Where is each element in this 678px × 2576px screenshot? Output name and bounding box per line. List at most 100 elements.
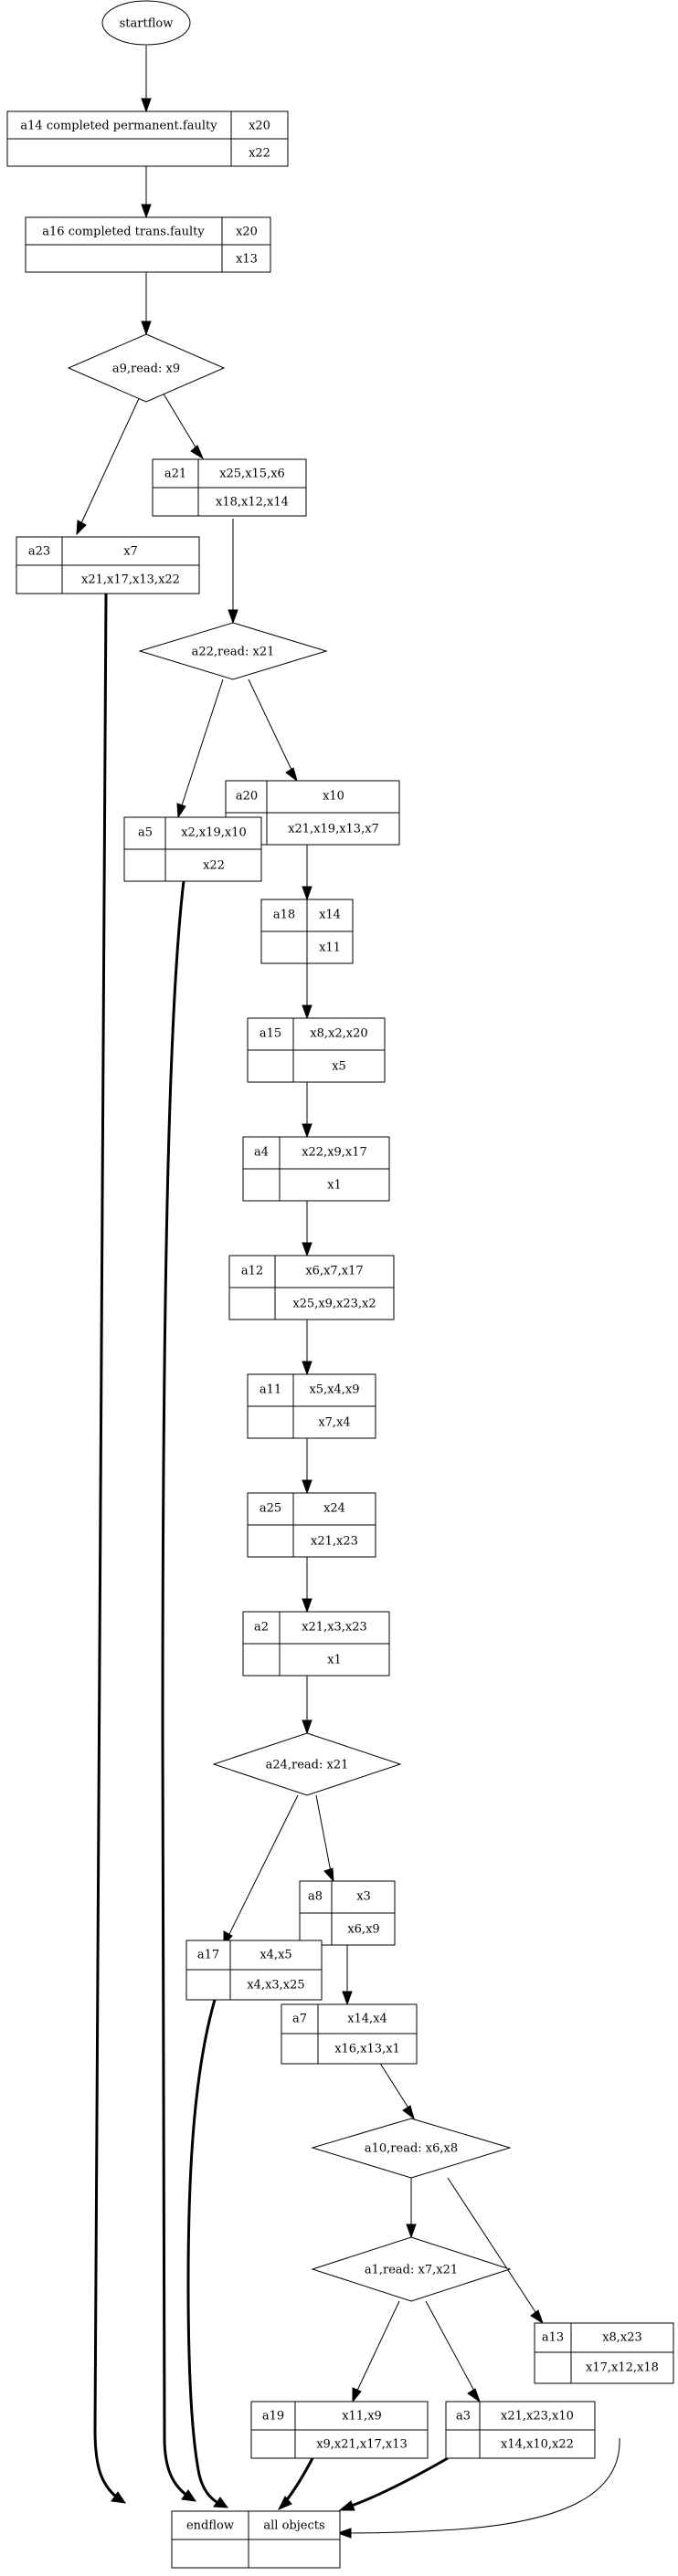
node-a18[interactable]: a18 x14 x11 [260, 899, 354, 964]
node-a23-top: x7 [123, 545, 138, 559]
node-a10[interactable]: a10,read: x6,x8 [311, 2118, 512, 2179]
node-a5-bottom: x22 [203, 859, 225, 873]
node-a15-bottom: x5 [332, 1060, 346, 1074]
node-a12[interactable]: a12 x6,x7,x17 x25,x9,x23,x2 [228, 1255, 395, 1320]
node-a4[interactable]: a4 x22,x9,x17 x1 [242, 1136, 390, 1202]
node-startflow[interactable]: startflow [101, 0, 191, 46]
node-a18-bottom: x11 [319, 941, 341, 955]
node-a16-top: x20 [236, 226, 258, 239]
node-a19-top: x11,x9 [342, 2410, 382, 2424]
node-a4-name: a4 [254, 1146, 269, 1160]
edge-a5-endflow [161, 880, 197, 2502]
node-endflow[interactable]: endflow all objects [171, 2510, 341, 2569]
node-a12-bottom: x25,x9,x23,x2 [292, 1298, 376, 1311]
node-a17-bottom: x4,x3,x25 [247, 1979, 304, 1992]
node-a2[interactable]: a2 x21,x3,x23 x1 [242, 1611, 390, 1677]
node-a1[interactable]: a1,read: x7,x21 [311, 2236, 512, 2302]
node-a16[interactable]: a16 completed trans.faulty x20 x13 [25, 216, 271, 273]
node-a8[interactable]: a8 x3 x6,x9 [299, 1880, 396, 1946]
edge-a10-a1 [406, 2178, 417, 2239]
edge-a22-a5 [176, 678, 224, 819]
node-a23-name: a23 [28, 545, 50, 559]
node-a14-bottom: x22 [249, 147, 270, 161]
edge-a21-a22 [228, 519, 238, 625]
node-a25-bottom: x21,x23 [311, 1535, 358, 1549]
node-a14-top: x20 [249, 120, 270, 133]
node-a2-bottom: x1 [327, 1654, 342, 1667]
node-a23[interactable]: a23 x7 x21,x17,x13,x22 [16, 536, 200, 594]
edge-a24-a17 [223, 1794, 299, 1947]
node-a9[interactable]: a9,read: x9 [67, 333, 226, 403]
node-a18-name: a18 [273, 909, 295, 922]
node-a1-label: a1,read: x7,x21 [365, 2264, 458, 2277]
node-a25[interactable]: a25 x24 x21,x23 [247, 1492, 376, 1558]
node-a13-bottom: x17,x12,x18 [586, 2361, 659, 2375]
edge-a1-a3 [425, 2300, 481, 2403]
edge-a3-endflow [338, 2456, 449, 2511]
node-a4-bottom: x1 [327, 1179, 342, 1193]
edge-a12-a11 [302, 1320, 313, 1376]
node-endflow-top: all objects [263, 2519, 324, 2533]
edge-a8-a7 [342, 1945, 353, 2006]
edge-a18-a15 [302, 963, 313, 1020]
node-a20[interactable]: a20 x10 x21,x19,x13,x7 [225, 780, 400, 846]
edge-a19-endflow [277, 2457, 314, 2510]
node-a3-top: x21,x23,x10 [501, 2410, 574, 2424]
node-a20-bottom: x21,x19,x13,x7 [288, 823, 379, 836]
edge-a15-a4 [302, 1082, 313, 1139]
edge-a16-a9 [141, 272, 152, 336]
node-a13[interactable]: a13 x8,x23 x17,x12,x18 [534, 2322, 674, 2384]
node-a21-bottom: x18,x12,x14 [216, 496, 289, 510]
edge-a20-a18 [302, 845, 313, 901]
node-a4-top: x22,x9,x17 [302, 1146, 367, 1160]
edge-a25-a2 [302, 1557, 313, 1614]
node-a14-name: a14 completed permanent.faulty [20, 120, 217, 133]
edge-a17-endflow [186, 1999, 229, 2508]
node-a11-bottom: x7,x4 [318, 1416, 350, 1430]
node-a8-bottom: x6,x9 [347, 1923, 379, 1937]
node-a19[interactable]: a19 x11,x9 x9,x21,x17,x13 [250, 2401, 429, 2459]
node-a11[interactable]: a11 x5,x4,x9 x7,x4 [247, 1373, 376, 1439]
node-a20-name: a20 [236, 790, 258, 804]
node-a10-label: a10,read: x6,x8 [365, 2142, 458, 2156]
node-a5-name: a5 [138, 826, 153, 840]
edge-a4-a12 [302, 1201, 313, 1257]
edge-a23-endflow [93, 593, 127, 2504]
node-a25-top: x24 [323, 1502, 345, 1516]
edge-a22-a20 [248, 678, 298, 783]
node-a8-top: x3 [356, 1890, 371, 1904]
edge-a11-a25 [302, 1438, 313, 1495]
node-a3-name: a3 [456, 2410, 471, 2424]
node-a5[interactable]: a5 x2,x19,x10 x22 [123, 816, 262, 882]
edge-startflow-a14 [141, 46, 152, 113]
node-a21-top: x25,x15,x6 [219, 468, 285, 481]
node-a21[interactable]: a21 x25,x15,x6 x18,x12,x14 [152, 458, 307, 517]
node-a24[interactable]: a24,read: x21 [212, 1732, 402, 1796]
node-a17[interactable]: a17 x4,x5 x4,x3,x25 [185, 1940, 323, 2001]
edge-a13-endflow [336, 2437, 620, 2539]
node-a3[interactable]: a3 x21,x23,x10 x14,x10,x22 [445, 2401, 596, 2459]
node-a22[interactable]: a22,read: x21 [138, 622, 328, 680]
node-startflow-label: startflow [120, 17, 174, 31]
edge-a24-a8 [315, 1794, 334, 1883]
node-a3-bottom: x14,x10,x22 [501, 2438, 574, 2452]
node-a13-top: x8,x23 [602, 2331, 642, 2345]
edge-a1-a19 [352, 2300, 400, 2403]
edge-a9-a21 [161, 390, 205, 460]
node-a18-top: x14 [319, 909, 341, 922]
node-a7[interactable]: a7 x14,x4 x16,x13,x1 [281, 2003, 418, 2065]
node-a12-name: a12 [241, 1265, 263, 1278]
edge-a9-a23 [76, 392, 143, 536]
node-a16-name: a16 completed trans.faulty [42, 226, 205, 239]
node-a5-top: x2,x19,x10 [181, 826, 247, 840]
node-a14[interactable]: a14 completed permanent.faulty x20 x22 [6, 110, 289, 167]
node-a15[interactable]: a15 x8,x2,x20 x5 [247, 1017, 386, 1083]
node-a2-top: x21,x3,x23 [302, 1621, 367, 1635]
node-a25-name: a25 [260, 1502, 281, 1516]
edge-a14-a16 [141, 166, 152, 219]
node-a11-top: x5,x4,x9 [309, 1383, 359, 1397]
node-a2-name: a2 [254, 1621, 269, 1635]
node-a24-label: a24,read: x21 [266, 1759, 349, 1772]
edge-a2-a24 [302, 1676, 313, 1735]
node-a15-top: x8,x2,x20 [310, 1027, 367, 1041]
